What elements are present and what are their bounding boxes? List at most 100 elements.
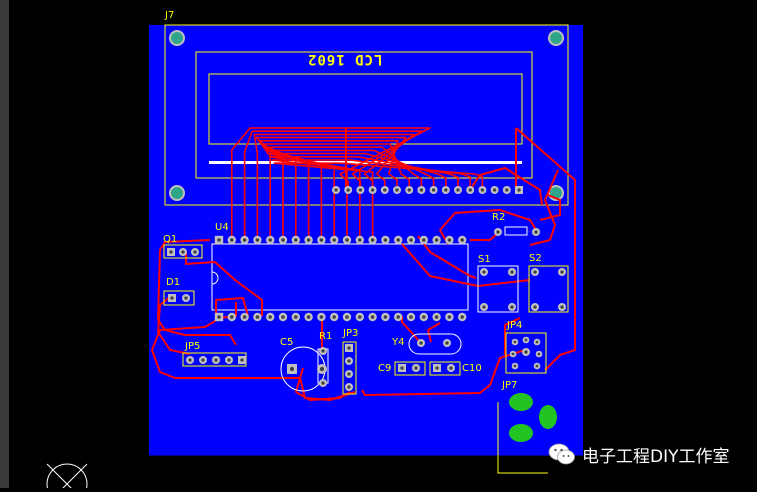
pad-hole [268, 238, 272, 242]
pad-hole [294, 238, 298, 242]
pad-hole [255, 238, 260, 242]
pad-hole [513, 340, 517, 344]
s2-outline [528, 265, 569, 313]
watermark: 电子工程DIY工作室 [548, 441, 730, 467]
pad-hole [434, 238, 439, 242]
lcd-trace-fan [231, 127, 484, 240]
pad-hole [468, 188, 472, 192]
trace [273, 162, 484, 240]
pad-hole [240, 358, 244, 362]
mount-hole [548, 30, 564, 46]
pad-hole [460, 238, 464, 242]
pad-hole [321, 381, 325, 385]
pad-hole [217, 315, 221, 319]
pad-hole [321, 349, 325, 353]
trace [469, 167, 543, 206]
label-q1: Q1 [163, 234, 178, 245]
pad-hole [242, 238, 247, 242]
pad-hole [345, 238, 349, 242]
jp7-outline [497, 402, 548, 474]
pad-hole [230, 238, 234, 242]
pad-hole [306, 315, 311, 319]
pad-hole [492, 188, 497, 192]
pad-hole [524, 338, 528, 342]
pad-hole [370, 188, 375, 192]
pad-hole [201, 358, 205, 362]
copper-pour [149, 25, 583, 456]
label-jp3: JP3 [343, 328, 359, 339]
pad-hole [511, 352, 515, 356]
origin-marker-icon [46, 463, 88, 492]
label-jp7: JP7 [502, 380, 518, 391]
label-u4: U4 [215, 222, 229, 233]
label-jp5: JP5 [185, 341, 201, 352]
label-r2: R2 [492, 212, 506, 223]
trace [361, 349, 526, 396]
lcd-bezel-outline [195, 51, 533, 179]
pad-hole [268, 315, 272, 319]
pad-hole [407, 188, 411, 192]
mount-holes [169, 30, 564, 201]
pad-hole [409, 315, 413, 319]
pad-hole [184, 296, 188, 300]
pad-hole [444, 188, 448, 192]
pad-hole [230, 315, 234, 319]
label-r1: R1 [319, 331, 333, 342]
trace [185, 252, 263, 316]
pad-hole [227, 358, 231, 362]
d1-outline [163, 290, 195, 306]
s1-outline [477, 265, 519, 313]
pad-hole [169, 250, 173, 254]
pad-hole [217, 238, 221, 242]
pad-hole [188, 358, 192, 362]
pad-hole [383, 238, 388, 242]
pad-hole [535, 340, 539, 344]
pad-hole [431, 188, 436, 192]
pad-hole [193, 250, 197, 254]
mount-hole [169, 30, 185, 46]
pad-hole [358, 188, 363, 192]
pad-hole [480, 188, 485, 192]
pad-hole [334, 188, 338, 192]
pad-hole [347, 359, 351, 363]
jack-pad [539, 405, 557, 429]
jack-pad [509, 424, 533, 442]
label-s1: S1 [478, 254, 491, 265]
pad-hole [281, 238, 285, 242]
pad-hole [281, 315, 285, 319]
c9-outline [394, 361, 426, 376]
label-y4: Y4 [392, 337, 405, 348]
pad-hole [560, 270, 564, 274]
pad-hole [306, 238, 311, 242]
pad-hole [505, 188, 509, 192]
label-c5: C5 [280, 337, 294, 348]
jack-pad [509, 393, 533, 411]
pad-hole [345, 315, 349, 319]
copper-traces [151, 127, 576, 401]
pad-hole [409, 238, 413, 242]
trace [515, 127, 576, 371]
pad-hole [319, 238, 324, 242]
jp4-outline [505, 332, 547, 374]
pad-hole [347, 372, 351, 376]
trace [295, 367, 351, 401]
pad-hole [435, 366, 439, 370]
trace [271, 159, 472, 240]
pad-hole [419, 188, 424, 192]
pad-hole [482, 270, 486, 274]
pad-hole [294, 315, 298, 319]
c10-outline [429, 361, 461, 376]
pad-hole [422, 238, 426, 242]
pad-hole [496, 230, 500, 234]
pad-hole [534, 230, 538, 234]
pad-hole [242, 315, 247, 319]
jp3-outline [342, 341, 357, 395]
pad-hole [510, 270, 514, 274]
pad-hole [560, 305, 564, 309]
pad-hole [370, 238, 375, 242]
ic-notch [211, 271, 219, 285]
pad-hole [289, 366, 295, 372]
pad-hole [346, 188, 350, 192]
pad-hole [456, 188, 460, 192]
pad-hole [537, 352, 541, 356]
